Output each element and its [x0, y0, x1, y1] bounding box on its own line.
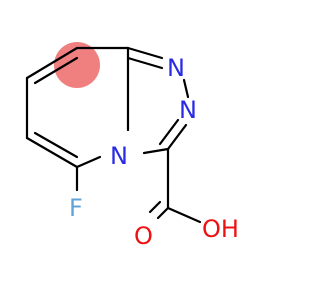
atom-highlight: [54, 42, 100, 88]
bond: [156, 206, 170, 220]
atom-n1: N: [167, 54, 185, 82]
atom-n4: N: [110, 142, 128, 170]
atom-oh: OH: [202, 215, 239, 243]
bond: [33, 56, 79, 85]
bond: [158, 118, 180, 146]
atom-n2: N: [179, 96, 197, 124]
bond: [75, 155, 102, 169]
bond: [166, 206, 202, 224]
molecule-structure: N N N F O OH: [25, 42, 239, 250]
bond: [25, 46, 79, 80]
atom-f: F: [69, 194, 83, 222]
atom-o-carbonyl: O: [134, 222, 153, 250]
bond: [148, 200, 162, 214]
bond: [126, 46, 164, 60]
bond: [182, 78, 190, 99]
bond: [166, 123, 188, 151]
bond: [126, 56, 164, 70]
bond: [142, 147, 170, 155]
bond: [25, 136, 79, 169]
bond: [33, 131, 79, 159]
atom-labels: N N N F O OH: [69, 54, 239, 250]
bonds: [25, 46, 202, 224]
